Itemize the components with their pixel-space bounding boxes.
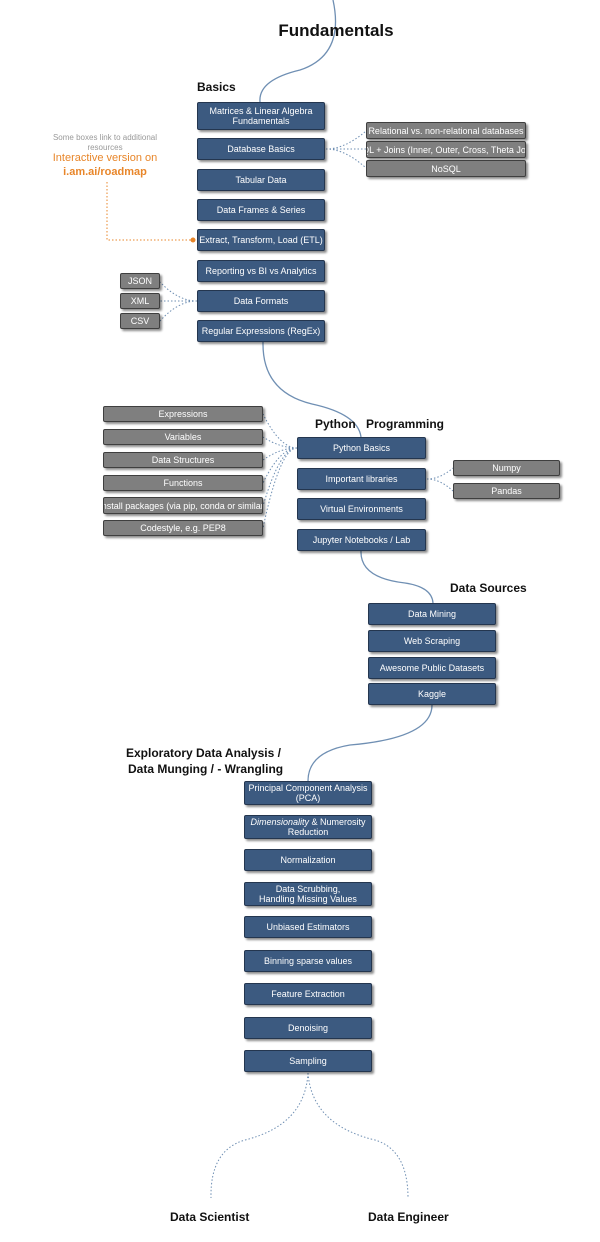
box-dimensionality-line2: Reduction (287, 827, 329, 837)
note-interactive: Interactive version on i.am.ai/roadmap (20, 151, 190, 179)
box-reporting[interactable]: Reporting vs BI vs Analytics (197, 260, 325, 282)
box-important-libraries[interactable]: Important libraries (297, 468, 426, 490)
title-data-sources: Data Sources (450, 581, 527, 595)
note-pointer-line (106, 182, 192, 241)
box-sql-joins[interactable]: SQL + Joins (Inner, Outer, Cross, Theta … (366, 141, 526, 158)
box-tabular-data[interactable]: Tabular Data (197, 169, 325, 191)
box-sampling[interactable]: Sampling (244, 1050, 372, 1072)
note-resources-line1: Some boxes link to additional (52, 133, 158, 142)
connector-sources-eda (307, 704, 433, 782)
box-etl[interactable]: Extract, Transform, Load (ETL) (197, 229, 325, 251)
box-binning[interactable]: Binning sparse values (244, 950, 372, 972)
box-database-basics[interactable]: Database Basics (197, 138, 325, 160)
box-codestyle[interactable]: Codestyle, e.g. PEP8 (103, 520, 263, 536)
box-regex[interactable]: Regular Expressions (RegEx) (197, 320, 325, 342)
box-nosql[interactable]: NoSQL (366, 160, 526, 177)
box-numpy[interactable]: Numpy (453, 460, 560, 476)
title-python-a: Python (315, 417, 356, 431)
box-expressions[interactable]: Expressions (103, 406, 263, 422)
box-matrices-line1: Matrices & Linear Algebra (209, 105, 313, 116)
box-pandas[interactable]: Pandas (453, 483, 560, 499)
box-denoising[interactable]: Denoising (244, 1017, 372, 1039)
note-resources-line2: resources (87, 143, 123, 152)
box-data-scrubbing[interactable]: Data Scrubbing, Handling Missing Values (244, 882, 372, 906)
box-virtual-environments[interactable]: Virtual Environments (297, 498, 426, 520)
box-matrices[interactable]: Matrices & Linear Algebra Fundamentals (197, 102, 325, 130)
box-data-structures[interactable]: Data Structures (103, 452, 263, 468)
title-data-scientist: Data Scientist (170, 1210, 250, 1224)
note-interactive-text: Interactive version on (52, 152, 158, 164)
connector-top (259, 0, 337, 103)
title-eda-line1: Exploratory Data Analysis / (126, 746, 281, 760)
title-data-engineer: Data Engineer (368, 1210, 449, 1224)
box-xml[interactable]: XML (120, 293, 160, 309)
title-python-b: Programming (366, 417, 445, 431)
box-feature-extraction[interactable]: Feature Extraction (244, 983, 372, 1005)
box-relational[interactable]: Relational vs. non-relational databases (366, 122, 526, 139)
title-eda-line2: Data Munging / - Wrangling (128, 762, 284, 776)
box-web-scraping[interactable]: Web Scraping (368, 630, 496, 652)
box-normalization[interactable]: Normalization (244, 849, 372, 871)
box-public-datasets[interactable]: Awesome Public Datasets (368, 657, 496, 679)
box-data-scrubbing-line1: Data Scrubbing, (275, 883, 341, 894)
note-interactive-url[interactable]: i.am.ai/roadmap (63, 166, 147, 178)
box-pca-line2: (PCA) (295, 793, 321, 803)
box-data-formats[interactable]: Data Formats (197, 290, 325, 312)
note-resources: Some boxes link to additional resources (30, 133, 180, 153)
box-json[interactable]: JSON (120, 273, 160, 289)
connector-data-scientist (210, 1072, 309, 1199)
box-pca[interactable]: Principal Component Analysis (PCA) (244, 781, 372, 805)
box-variables[interactable]: Variables (103, 429, 263, 445)
box-unbiased-estimators[interactable]: Unbiased Estimators (244, 916, 372, 938)
box-matrices-line2: Fundamentals (232, 116, 290, 126)
box-kaggle[interactable]: Kaggle (368, 683, 496, 705)
connector-basics-python (262, 341, 362, 438)
box-jupyter[interactable]: Jupyter Notebooks / Lab (297, 529, 426, 551)
box-functions[interactable]: Functions (103, 475, 263, 491)
box-csv[interactable]: CSV (120, 313, 160, 329)
title-basics: Basics (197, 80, 236, 94)
box-python-basics[interactable]: Python Basics (297, 437, 426, 459)
box-data-frames[interactable]: Data Frames & Series (197, 199, 325, 221)
box-dimensionality[interactable]: Dimensionality & Numerosity Reduction (244, 815, 372, 839)
connector-python-sources (360, 550, 434, 604)
box-dimensionality-rest: & Numerosity (309, 816, 366, 827)
box-install-packages[interactable]: Install packages (via pip, conda or simi… (103, 497, 263, 514)
title-fundamentals: Fundamentals (278, 21, 394, 40)
box-data-mining[interactable]: Data Mining (368, 603, 496, 625)
box-pca-line1: Principal Component Analysis (248, 782, 368, 793)
connector-data-engineer (307, 1072, 409, 1199)
box-dimensionality-italic: Dimensionality (250, 816, 309, 827)
box-data-scrubbing-line2: Handling Missing Values (259, 894, 357, 904)
note-pointer-dot (190, 237, 196, 243)
